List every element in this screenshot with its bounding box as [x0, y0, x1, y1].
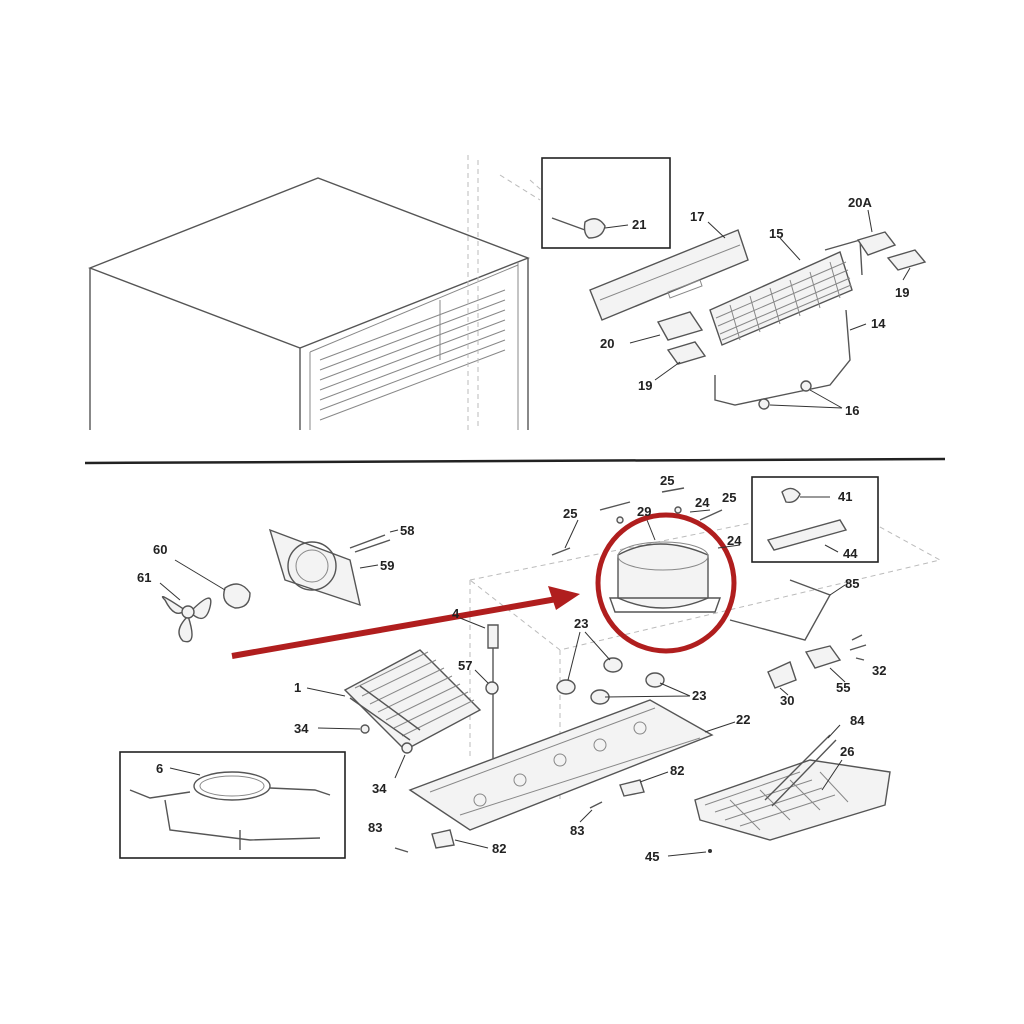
highlight-circle [595, 512, 737, 654]
label-85: 85 [845, 576, 859, 591]
label-15: 15 [769, 226, 783, 241]
base-pan-22 [408, 699, 736, 831]
label-21: 21 [632, 217, 646, 232]
label-4: 4 [452, 606, 460, 621]
label-19-bottom: 19 [638, 378, 652, 393]
label-55: 55 [836, 680, 850, 695]
part-57 [474, 669, 499, 695]
label-24-top: 24 [695, 495, 710, 510]
label-61: 61 [137, 570, 151, 585]
inset-box-41-44 [751, 476, 879, 563]
label-82-right: 82 [670, 763, 684, 778]
label-58: 58 [400, 523, 414, 538]
inset-box-21 [541, 157, 671, 249]
grommets-23 [556, 631, 691, 705]
fan-bracket-59 [268, 528, 399, 607]
section-divider [84, 457, 946, 465]
label-25-left: 25 [563, 506, 577, 521]
part-4 [459, 617, 499, 760]
parts-32-55-30 [767, 634, 867, 696]
evaporator-cover-17 [589, 221, 749, 321]
label-84: 84 [850, 713, 865, 728]
condenser-coil-1 [306, 649, 482, 751]
machine-compartment-frame [468, 504, 942, 800]
label-82-bottom: 82 [492, 841, 506, 856]
fan-motor-60 [174, 559, 251, 609]
label-14: 14 [871, 316, 886, 331]
highlight-arrow [231, 586, 580, 659]
label-16: 16 [845, 403, 859, 418]
label-83-mid: 83 [570, 823, 584, 838]
label-19-top: 19 [895, 285, 909, 300]
label-30: 30 [780, 693, 794, 708]
label-24-right: 24 [727, 533, 742, 548]
label-32: 32 [872, 663, 886, 678]
callout-labels: 21 17 15 20A 19 14 20 19 16 25 25 24 25 … [137, 195, 909, 864]
label-23-top: 23 [574, 616, 588, 631]
label-34-bottom: 34 [372, 781, 387, 796]
inset-box-6 [119, 751, 346, 859]
label-20: 20 [600, 336, 614, 351]
compressor-29 [609, 514, 721, 613]
label-34-left: 34 [294, 721, 309, 736]
label-59: 59 [380, 558, 394, 573]
label-26: 26 [840, 744, 854, 759]
label-83-left: 83 [368, 820, 382, 835]
label-1: 1 [294, 680, 301, 695]
fittings-34 [317, 724, 413, 779]
label-44: 44 [843, 546, 858, 561]
evaporator-coil-15 [709, 237, 863, 346]
label-6: 6 [156, 761, 163, 776]
label-25-right: 25 [722, 490, 736, 505]
label-29: 29 [637, 504, 651, 519]
fan-blade-61 [159, 582, 212, 643]
defrost-parts [629, 209, 927, 410]
tube-85 [729, 579, 846, 641]
label-25-mid: 25 [660, 473, 674, 488]
refrigerator-cabinet [88, 155, 576, 430]
label-22: 22 [736, 712, 750, 727]
label-20a: 20A [848, 195, 872, 210]
drain-pan-26 [694, 724, 891, 841]
grommets-25-24 [551, 487, 741, 556]
label-45: 45 [645, 849, 659, 864]
label-57: 57 [458, 658, 472, 673]
label-17: 17 [690, 209, 704, 224]
label-41: 41 [838, 489, 852, 504]
label-60: 60 [153, 542, 167, 557]
small-parts-82-83-45 [394, 771, 712, 857]
label-23-bottom: 23 [692, 688, 706, 703]
